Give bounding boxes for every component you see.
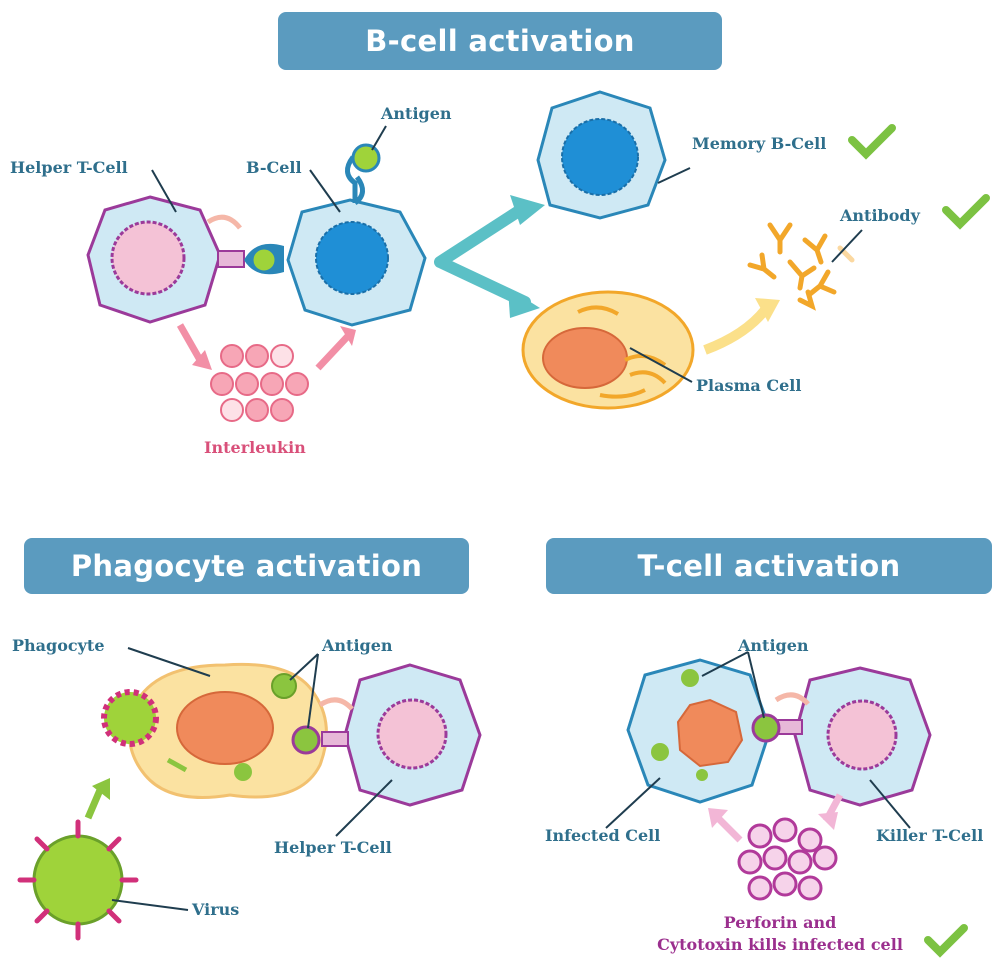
b-cell <box>244 143 427 327</box>
label-perforin-line1: Perforin and <box>723 913 837 932</box>
label-perforin: Perforin and Cytotoxin kills infected ce… <box>650 912 910 956</box>
virus <box>17 819 139 941</box>
check-icon <box>848 124 896 160</box>
arrow-icon <box>92 778 110 800</box>
label-virus: Virus <box>192 900 240 919</box>
label-antibody: Antibody <box>840 206 920 225</box>
label-infected-cell: Infected Cell <box>545 826 661 845</box>
arrow-icon <box>192 350 212 370</box>
banner-b-cell-activation: B-cell activation <box>278 12 722 70</box>
label-antigen: Antigen <box>381 104 452 123</box>
arrow-icon <box>510 195 545 225</box>
arrow-icon <box>84 788 104 820</box>
interleukin-cluster <box>210 344 309 422</box>
arrow-icon <box>315 333 351 371</box>
label-memory-b-cell: Memory B-Cell <box>692 134 827 153</box>
banner-title: Phagocyte activation <box>70 549 423 583</box>
engulfed-virus <box>101 689 159 747</box>
check-icon <box>924 924 968 958</box>
arrow-icon <box>166 757 188 773</box>
label-helper-t-cell: Helper T-Cell <box>10 158 128 177</box>
check-icon <box>942 194 990 230</box>
arrow-icon <box>508 288 540 318</box>
arrow-icon <box>715 815 743 843</box>
label-b-cell: B-Cell <box>246 158 302 177</box>
banner-t-cell-activation: T-cell activation <box>546 538 992 594</box>
memory-b-cell <box>536 90 667 220</box>
arrow-icon <box>340 326 356 346</box>
antibody-cluster <box>747 222 855 311</box>
label-antigen-phagocyte: Antigen <box>322 636 393 655</box>
label-perforin-line2: Cytotoxin kills infected cell <box>657 935 903 954</box>
arrow-icon <box>755 298 780 322</box>
banner-title: T-cell activation <box>637 549 901 583</box>
label-helper-t-cell-phagocyte: Helper T-Cell <box>274 838 392 857</box>
plasma-cell <box>521 290 695 410</box>
killer-t-cell <box>751 666 932 807</box>
perforin-cluster <box>737 817 838 901</box>
label-killer-t-cell: Killer T-Cell <box>876 826 984 845</box>
arrow-icon <box>708 808 728 828</box>
arrow-icon <box>818 812 838 830</box>
arrow-icon <box>703 306 769 355</box>
arrow-icon <box>176 323 204 362</box>
helper-t-cell-phagocyte <box>291 663 482 807</box>
label-interleukin: Interleukin <box>204 438 306 457</box>
banner-title: B-cell activation <box>365 24 635 58</box>
banner-phagocyte-activation: Phagocyte activation <box>24 538 469 594</box>
helper-t-cell-b <box>86 195 245 324</box>
label-plasma-cell: Plasma Cell <box>696 376 802 395</box>
arrow-icon <box>434 201 531 308</box>
label-antigen-t-cell: Antigen <box>738 636 809 655</box>
infected-cell <box>626 658 772 804</box>
label-phagocyte: Phagocyte <box>12 636 105 655</box>
